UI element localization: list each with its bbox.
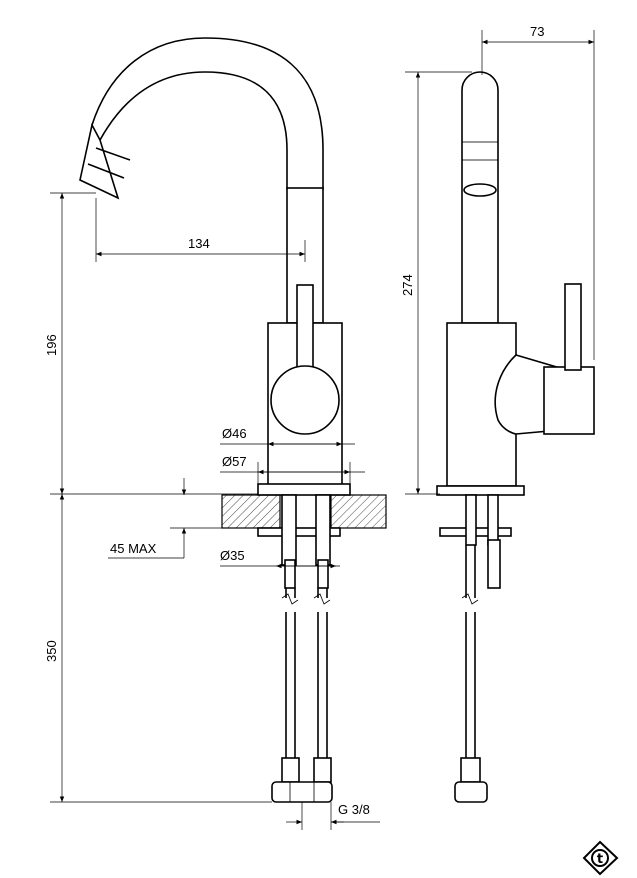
dim-spout-reach: 134 xyxy=(188,236,210,251)
hose-nuts xyxy=(271,781,333,803)
spout-outer-curve xyxy=(99,71,288,190)
dim-hole-diameter: Ø35 xyxy=(220,548,245,563)
spout-inner-curve xyxy=(91,37,324,190)
dim-connection-thread: G 3/8 xyxy=(338,802,370,817)
supply-hoses xyxy=(271,588,333,803)
front-view xyxy=(79,37,387,803)
dim-total-height: 274 xyxy=(400,274,415,296)
spout-aerator xyxy=(79,122,120,200)
dimension-lines xyxy=(50,30,595,830)
mounting-washer xyxy=(257,527,341,537)
side-lever-housing xyxy=(543,366,595,435)
dim-deck-thickness: 45 MAX xyxy=(110,541,157,556)
faucet-base xyxy=(257,483,351,496)
dim-spout-height: 196 xyxy=(44,334,59,356)
deck-section-right xyxy=(330,494,387,529)
side-lever-handle xyxy=(564,283,582,371)
dim-hose-length: 350 xyxy=(44,640,59,662)
dim-base-diameter: Ø57 xyxy=(222,454,247,469)
deck-section-left xyxy=(221,494,281,529)
side-view xyxy=(436,71,595,803)
dim-spout-width: 73 xyxy=(530,24,544,39)
side-spout xyxy=(461,71,499,324)
brand-logo: t xyxy=(582,840,619,876)
side-base xyxy=(436,485,525,496)
dim-body-diameter: Ø46 xyxy=(222,426,247,441)
lever-knob xyxy=(270,365,340,435)
brand-logo-glyph: t xyxy=(597,852,603,867)
